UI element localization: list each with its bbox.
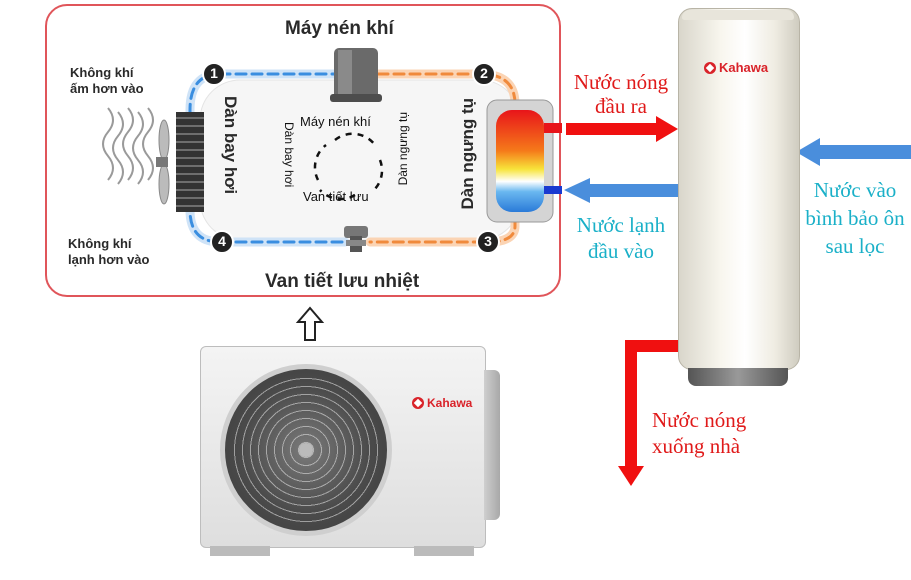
outdoor-logo: Kahawa — [412, 396, 472, 410]
cold-in-line-2: đầu vào — [588, 239, 654, 263]
condenser-tank — [486, 99, 562, 223]
hot-outlet-pipe — [544, 123, 562, 133]
fan-hub — [299, 443, 313, 457]
warm-air-label: Không khí ấm hơn vào — [70, 65, 144, 97]
cold-air-line-1: Không khí — [68, 236, 132, 251]
air-flow-icon — [102, 107, 154, 185]
cycle-bottom-label: Van tiết lưu — [303, 189, 369, 204]
hot-down-label: Nước nóng xuống nhà — [652, 407, 746, 459]
cold-air-line-2: lạnh hơn vào — [68, 252, 150, 267]
tank-top-cap — [682, 10, 794, 20]
water-in-line-3: sau lọc — [825, 234, 885, 258]
node-label-2: 2 — [480, 65, 488, 81]
up-outline-arrow-icon — [295, 306, 325, 341]
compressor-unit — [330, 48, 382, 102]
hot-out-line-1: Nước nóng — [573, 70, 669, 94]
node-label-1: 1 — [210, 65, 218, 81]
outdoor-fan-grille — [220, 364, 392, 536]
red-arrows — [566, 116, 689, 486]
compressor-title: Máy nén khí — [285, 18, 394, 39]
kahawa-logo-icon — [412, 397, 424, 409]
tank-base — [688, 368, 788, 386]
condenser-label: Dàn ngưng tụ — [458, 98, 477, 210]
hot-down-line-1: Nước nóng — [652, 408, 747, 432]
kahawa-logo-icon — [704, 61, 716, 74]
hot-out-line-2: đầu ra — [595, 94, 647, 118]
evaporator-label: Dàn bay hơi — [221, 96, 240, 195]
cold-inlet-pipe — [544, 186, 562, 194]
outdoor-foot-right — [414, 546, 474, 556]
node-label-4: 4 — [218, 233, 226, 249]
hot-down-line-2: xuống nhà — [652, 434, 741, 458]
cold-in-line-1: Nước lạnh — [576, 213, 666, 237]
hot-out-label: Nước nóng đầu ra — [562, 70, 680, 118]
tank-logo: Kahawa — [704, 60, 768, 75]
cold-in-label: Nước lạnh đầu vào — [562, 212, 680, 264]
outdoor-unit-side — [484, 370, 500, 520]
outdoor-unit: Kahawa — [200, 346, 500, 558]
expansion-valve-title: Van tiết lưu nhiệt — [265, 271, 420, 292]
warm-air-line-2: ấm hơn vào — [70, 81, 144, 96]
fan-icon — [156, 119, 170, 205]
warm-air-line-1: Không khí — [70, 65, 134, 80]
node-markers — [202, 62, 500, 254]
cycle-arrows — [313, 132, 384, 201]
outdoor-brand-text: Kahawa — [427, 396, 473, 410]
water-in-line-1: Nước vào — [813, 178, 897, 202]
cycle-top-label: Máy nén khí — [300, 114, 371, 129]
evaporator-coil — [176, 112, 204, 212]
blue-arrows — [564, 138, 911, 203]
node-label-3: 3 — [484, 233, 492, 249]
expansion-valve — [344, 226, 368, 252]
water-in-label: Nước vào bình bảo ôn sau lọc — [799, 176, 911, 260]
water-in-line-2: bình bảo ôn — [805, 206, 905, 230]
cycle-right-label: Dàn ngưng tụ — [396, 112, 410, 186]
outdoor-foot-left — [210, 546, 270, 556]
tank-brand-text: Kahawa — [719, 60, 769, 75]
cycle-left-label: Dàn bay hơi — [282, 122, 296, 188]
tank-body — [678, 8, 800, 370]
water-tank: Kahawa — [678, 8, 800, 386]
cold-air-label: Không khí lạnh hơn vào — [68, 236, 149, 268]
